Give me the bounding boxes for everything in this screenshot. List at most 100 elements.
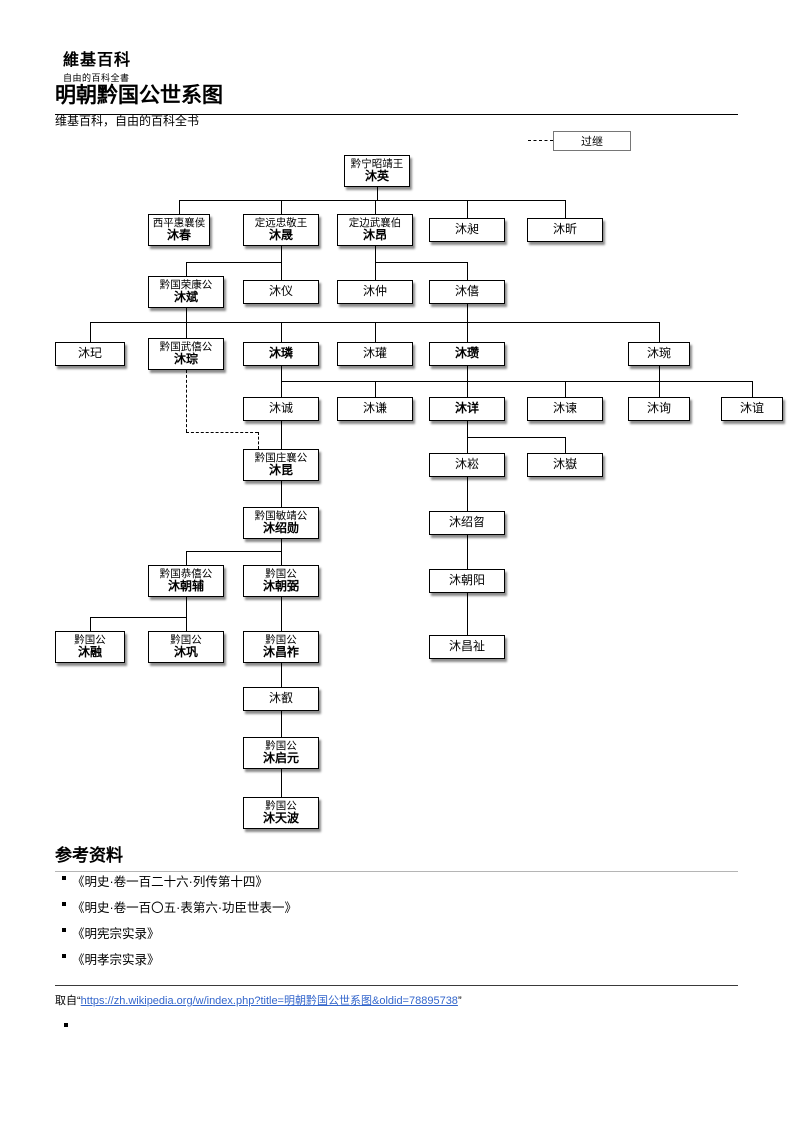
tree-node-kun: 黔国庄襄公沐昆 <box>243 449 319 481</box>
connector <box>281 262 282 280</box>
tree-node-guan: 沐瓘 <box>337 342 413 366</box>
connector <box>467 593 468 635</box>
node-name: 沐琮 <box>173 352 198 367</box>
connector <box>281 539 282 551</box>
tree-node-xin: 沐昕 <box>527 218 603 242</box>
connector <box>281 200 282 214</box>
node-name: 沐巩 <box>173 645 198 660</box>
node-title: 黔国武僖公 <box>159 341 213 354</box>
connector <box>375 200 376 214</box>
node-name: 沐斌 <box>173 290 198 305</box>
tree-node-chaoyang: 沐朝阳 <box>429 569 505 593</box>
tree-node-chun: 西平惠襄侯沐春 <box>148 214 210 246</box>
connector <box>659 381 660 397</box>
wikipedia-logo-subtitle: 自由的百科全書 <box>63 73 130 83</box>
source-url-link[interactable]: https://zh.wikipedia.org/w/index.php?tit… <box>80 995 458 1007</box>
wikipedia-logo-title: 維基百科 <box>63 52 132 69</box>
tree-node-jian: 沐谏 <box>527 397 603 421</box>
connector <box>752 381 753 397</box>
family-tree: 黔宁昭靖王沐英西平惠襄侯沐春定远忠敬王沐晟定边武襄伯沐昂沐昶沐昕黔国荣康公沐斌沐… <box>55 155 783 829</box>
connector <box>186 262 187 276</box>
connector <box>467 477 468 511</box>
tree-node-changzhi: 沐昌祉 <box>429 635 505 659</box>
connector <box>467 304 468 322</box>
node-name: 沐叡 <box>268 691 293 706</box>
connector <box>467 200 468 218</box>
connector <box>467 421 468 437</box>
connector <box>467 381 468 397</box>
tree-node-rui: 沐叡 <box>243 687 319 711</box>
tree-node-yi2: 沐谊 <box>721 397 783 421</box>
node-name: 沐朝弼 <box>262 579 299 594</box>
node-name: 沐详 <box>454 401 479 416</box>
connector <box>281 663 282 687</box>
node-title: 黔国庄襄公 <box>254 452 308 465</box>
node-title: 黔国公 <box>170 634 202 647</box>
node-name: 沐谊 <box>739 401 764 416</box>
node-name: 沐昂 <box>362 228 387 243</box>
connector <box>467 262 468 280</box>
references-list: 《明史·卷一百二十六·列传第十四》《明史·卷一百〇五·表第六·功臣世表一》《明宪… <box>55 871 695 975</box>
stray-list-bullet <box>64 1023 68 1027</box>
node-name: 沐诚 <box>268 401 293 416</box>
reference-item: 《明史·卷一百二十六·列传第十四》 <box>55 871 695 890</box>
tree-node-qiyuan: 黔国公沐启元 <box>243 737 319 769</box>
tree-node-qian: 沐谦 <box>337 397 413 421</box>
legend-adoption-box: 过继 <box>553 131 631 151</box>
connector <box>467 322 468 342</box>
tree-node-chang: 沐昶 <box>429 218 505 242</box>
connector <box>565 381 566 397</box>
connector <box>186 617 187 631</box>
connector <box>467 535 468 569</box>
node-name: 沐朝辅 <box>167 579 204 594</box>
tree-node-xun: 沐询 <box>628 397 690 421</box>
connector <box>281 597 282 631</box>
connector <box>659 366 660 381</box>
legend-adoption-label: 过继 <box>581 136 603 148</box>
quote-close: ” <box>457 995 462 1007</box>
node-name: 沐询 <box>646 401 671 416</box>
connector <box>467 366 468 381</box>
connector <box>375 322 376 342</box>
node-name: 沐谏 <box>552 401 577 416</box>
node-name: 沐晟 <box>268 228 293 243</box>
reference-item: 《明史·卷一百〇五·表第六·功臣世表一》 <box>55 897 695 916</box>
wikipedia-logo: 維基百科 自由的百科全書 <box>63 46 131 84</box>
node-name: 沐天波 <box>262 811 299 826</box>
node-name: 沐英 <box>364 169 389 184</box>
connector <box>281 421 282 449</box>
tree-node-changzuo: 黔国公沐昌祚 <box>243 631 319 663</box>
connector <box>90 322 659 323</box>
connector <box>281 366 282 381</box>
node-name: 沐仪 <box>268 284 293 299</box>
connector <box>467 437 468 453</box>
page-title: 明朝黔国公世系图 <box>55 79 738 115</box>
node-name: 沐昌祚 <box>262 645 299 660</box>
tree-node-wan: 沐琬 <box>628 342 690 366</box>
connector <box>186 262 281 263</box>
tree-node-yue: 沐嶽 <box>527 453 603 477</box>
tree-node-ying: 黔宁昭靖王沐英 <box>344 155 410 187</box>
adoption-connector <box>186 432 258 433</box>
connector <box>186 308 187 322</box>
connector <box>467 437 565 438</box>
site-tagline: 维基百科，自由的百科全书 <box>55 114 200 128</box>
node-name: 沐启元 <box>262 751 299 766</box>
connector <box>90 617 91 631</box>
connector <box>281 322 282 342</box>
adoption-connector <box>186 370 187 432</box>
tree-node-shaoxun: 黔国敏靖公沐绍勋 <box>243 507 319 539</box>
connector <box>281 381 752 382</box>
connector <box>186 597 187 617</box>
reference-item: 《明宪宗实录》 <box>55 923 695 942</box>
connector <box>281 711 282 737</box>
connector <box>186 551 281 552</box>
tree-node-xi: 沐僖 <box>429 280 505 304</box>
node-name: 沐瓒 <box>454 346 479 361</box>
node-name: 沐昶 <box>454 222 479 237</box>
connector <box>179 200 565 201</box>
node-name: 沐僖 <box>454 284 479 299</box>
tree-node-cong: 黔国武僖公沐琮 <box>148 338 224 370</box>
adoption-connector <box>258 432 259 449</box>
node-name: 沐昆 <box>268 463 293 478</box>
